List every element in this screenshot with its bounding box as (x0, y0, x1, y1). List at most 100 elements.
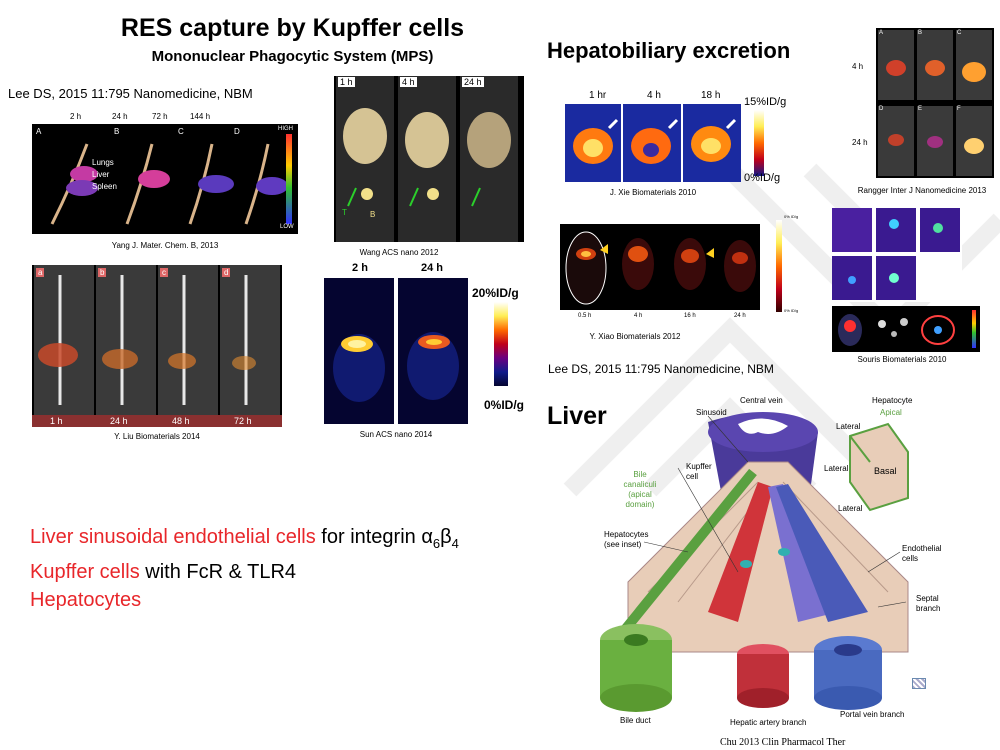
label-hepatic-artery: Hepatic artery branch (730, 718, 807, 727)
marker-b: B (370, 210, 376, 219)
caption-xiao: Y. Xiao Biomaterials 2012 (589, 332, 681, 341)
caption-liu: Y. Liu Biomaterials 2014 (114, 432, 200, 441)
caption-chu: Chu 2013 Clin Pharmacol Ther (720, 737, 846, 748)
organ-label-lungs: Lungs (92, 158, 114, 167)
slide-subtitle: Mononuclear Phagocytic System (MPS) (151, 48, 434, 65)
list-item-kupffer: Kupffer cells with FcR & TLR4 (30, 558, 459, 586)
time-label: 18 h (701, 90, 721, 101)
panel-letter: F (957, 106, 961, 112)
label-line: cells (902, 554, 919, 563)
sun-time-label: 24 h (420, 262, 443, 274)
label-basal: Basal (874, 466, 897, 476)
time-label: 4 h (647, 90, 661, 101)
label-line: Septal (916, 594, 939, 603)
label-bile-canaliculi: Bile canaliculi (apical domain) (620, 470, 660, 510)
time-label: 1 h (338, 77, 355, 87)
subscript: 4 (451, 536, 459, 551)
citation-lee-right: Lee DS, 2015 11:795 Nanomedicine, NBM (548, 362, 774, 376)
caption-yang: Yang J. Mater. Chem. B, 2013 (111, 241, 219, 250)
panel-letter: a (36, 268, 45, 277)
time-label: 72 h (234, 416, 252, 426)
panel-letter: B (114, 127, 120, 136)
panel-letter: d (222, 268, 231, 277)
label-hepatocytes-inset: Hepatocytes (see inset) (604, 530, 648, 550)
panel-letter: C (178, 127, 184, 136)
yang-time-label: 72 h (152, 112, 168, 121)
rangger-row-label: 4 h (852, 62, 864, 71)
xiao-colorbar (776, 220, 782, 312)
sun-colorbar (494, 302, 508, 386)
panel-letter: c (160, 268, 168, 277)
scale-low-label: LOW (280, 224, 294, 230)
sun-image-2h (324, 278, 394, 424)
panel-letter: A (36, 127, 42, 136)
cell-type-detail: for integrin α (315, 526, 433, 548)
label-lateral: Lateral (838, 504, 863, 513)
slide-title: RES capture by Kupffer cells (120, 14, 465, 42)
caption-souris: Souris Biomaterials 2010 (857, 355, 947, 364)
cell-type-name: Kupffer cells (30, 561, 140, 583)
cell-type-name: Hepatocytes (30, 589, 142, 611)
citation-lee-left: Lee DS, 2015 11:795 Nanomedicine, NBM (8, 86, 253, 101)
organ-label-spleen: Spleen (92, 182, 117, 191)
rangger-figure: A B C D E F (876, 28, 994, 178)
time-label: 4 h (634, 313, 643, 319)
label-bile-duct: Bile duct (620, 716, 651, 725)
label-line: Kupffer (686, 462, 712, 471)
label-line: canaliculi (623, 480, 657, 489)
time-label: 24 h (734, 313, 746, 319)
label-portal-vein: Portal vein branch (840, 710, 905, 719)
cell-type-detail: with FcR & TLR4 (139, 561, 297, 583)
panel-letter: E (918, 106, 923, 112)
sun-scale-min: 0%ID/g (484, 398, 525, 412)
marker-t: T (342, 208, 347, 217)
label-line: Bile (633, 470, 647, 479)
xiao-time-labels: 0.5 h 4 h 16 h 24 h (560, 313, 760, 323)
xie-scale-max: 15%ID/g (744, 96, 787, 108)
sun-scale-max: 20%ID/g (472, 286, 519, 300)
label-sinusoid: Sinusoid (696, 408, 727, 417)
scale-high-label: HIGH (278, 126, 293, 132)
panel-letter: B (918, 30, 923, 36)
label-line: (see inset) (604, 540, 642, 549)
label-line: (apical (628, 490, 652, 499)
label-apical: Apical (880, 408, 902, 417)
label-kupffer-cell: Kupffer cell (686, 462, 712, 482)
label-septal-branch: Septal branch (916, 594, 940, 614)
xiao-scale-max: 0% ID/g (784, 214, 799, 219)
liu-figure: a b c d 1 h 24 h 48 h 72 h (32, 265, 282, 427)
list-item-hepatocytes: Hepatocytes (30, 586, 459, 614)
panel-letter: D (234, 127, 240, 136)
label-endothelial-cells: Endothelial cells (902, 544, 942, 564)
caption-rangger: Rangger Inter J Nanomedicine 2013 (857, 186, 987, 195)
wang-figure: 1 h 4 h 24 h T B (334, 76, 524, 242)
time-label: 0.5 h (578, 313, 592, 319)
list-item-lsec: Liver sinusoidal endothelial cells for i… (30, 523, 459, 558)
xie-time-labels: 1 hr 4 h 18 h (565, 90, 745, 102)
xie-scale-min: 0%ID/g (744, 172, 781, 184)
xiao-figure (560, 224, 760, 310)
logo-icon (912, 678, 926, 689)
time-label: 24 h (462, 77, 484, 87)
liver-heading: Liver (547, 402, 607, 430)
label-line: cell (686, 472, 699, 481)
time-label: 48 h (172, 416, 190, 426)
yang-time-label: 2 h (70, 112, 82, 121)
label-line: Endothelial (902, 544, 942, 553)
panel-letter: A (879, 30, 884, 36)
subscript: 6 (432, 536, 441, 551)
caption-wang: Wang ACS nano 2012 (359, 248, 439, 257)
yang-skeleton-images (50, 134, 292, 225)
yang-figure: A B C D Lungs Liver Spleen HIGH LOW (32, 124, 298, 234)
panel-letter: D (879, 106, 884, 112)
panel-letter: b (98, 268, 107, 277)
caption-sun: Sun ACS nano 2014 (359, 430, 433, 439)
xie-figure (565, 104, 741, 182)
time-label: 4 h (400, 77, 417, 87)
sun-time-label: 2 h (352, 262, 368, 274)
yang-time-label: 144 h (190, 112, 211, 121)
label-hepatocyte: Hepatocyte (872, 396, 913, 405)
panel-letter: C (957, 30, 962, 36)
rangger-row-label: 24 h (852, 138, 868, 147)
time-label: 16 h (684, 313, 696, 319)
